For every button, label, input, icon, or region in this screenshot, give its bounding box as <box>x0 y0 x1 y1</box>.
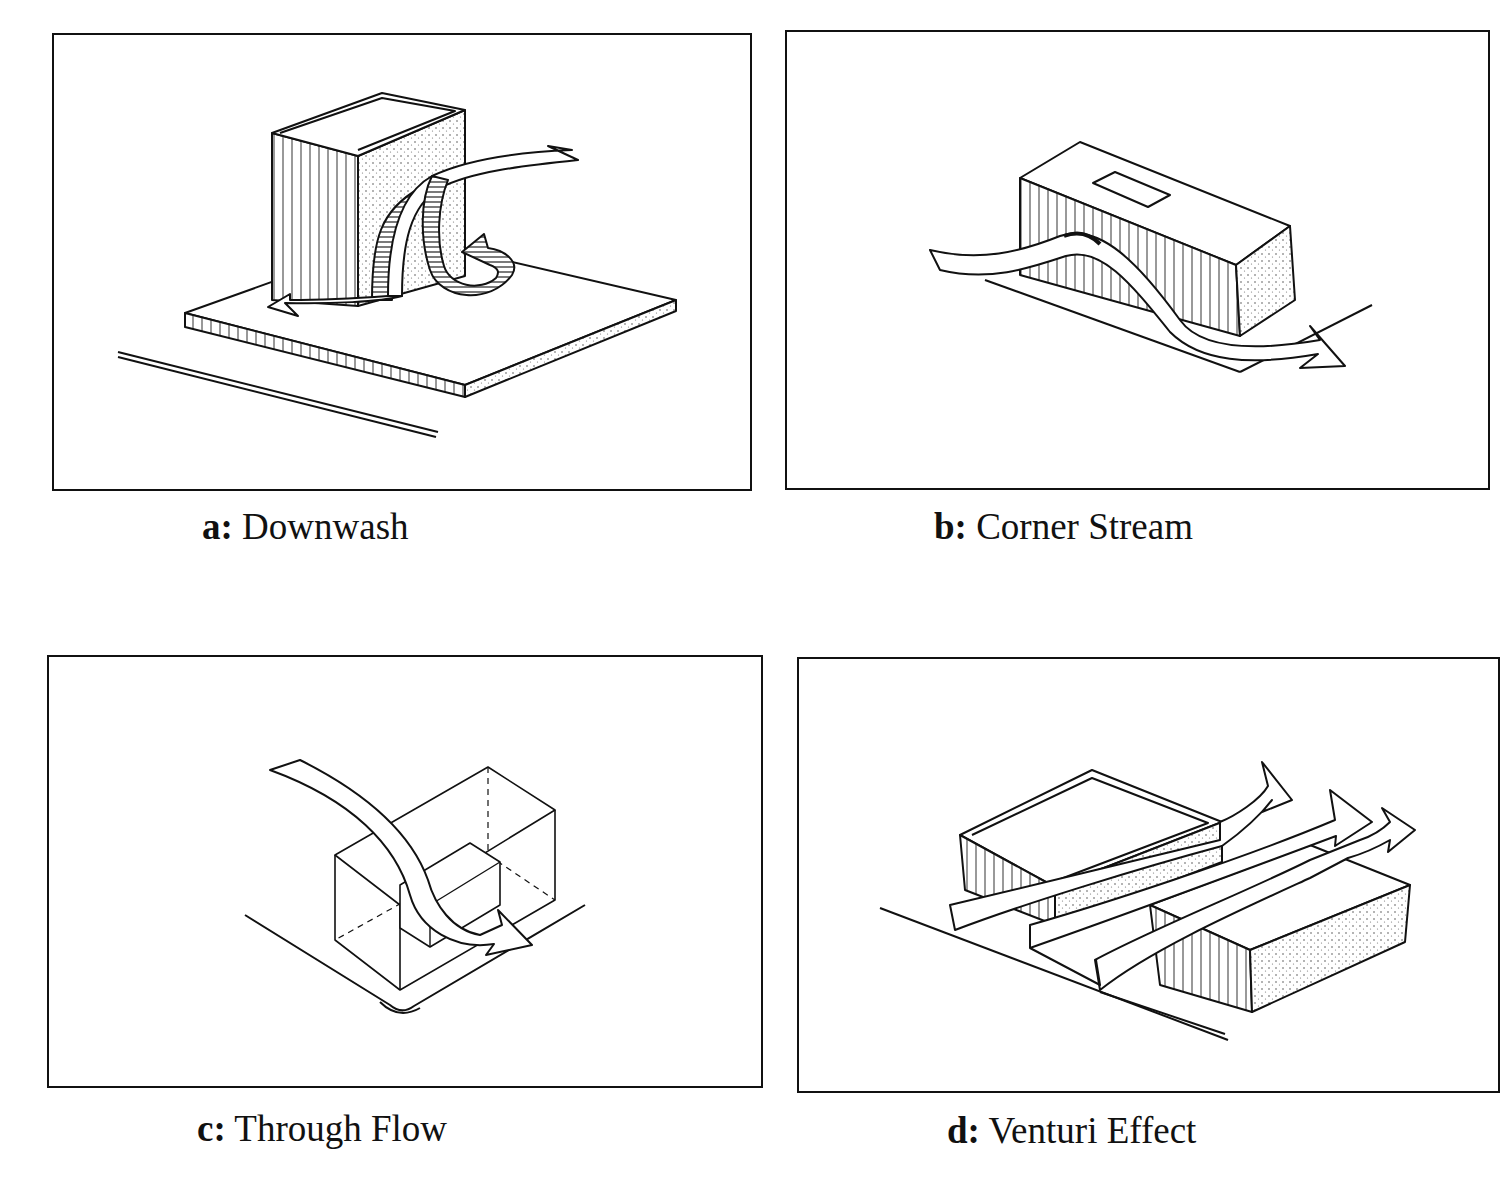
tower-top <box>272 93 465 156</box>
figure-panel: c: Through Flow <box>47 655 763 1088</box>
corner-shadow <box>1064 234 1100 244</box>
panel-caption: c: Through Flow <box>197 1110 447 1147</box>
corner-arrow <box>930 233 1345 368</box>
through-flow-sketch <box>245 760 585 1013</box>
venturi-sketch <box>880 762 1415 1040</box>
panel-caption: b: Corner Stream <box>934 508 1193 545</box>
roof-plant <box>1093 172 1170 207</box>
panel-caption: d: Venturi Effect <box>947 1112 1196 1149</box>
figure-panel: d: Venturi Effect <box>797 657 1500 1093</box>
downwash-arrow <box>388 146 578 296</box>
ground-line <box>380 1002 420 1013</box>
figure-panel: a: Downwash <box>52 33 752 491</box>
swirl-arrow <box>423 176 514 295</box>
through-arrow <box>270 760 532 955</box>
panel-caption: a: Downwash <box>202 508 409 545</box>
venturi-arrow <box>1030 948 1100 985</box>
tower-front <box>272 133 358 306</box>
tower-top-inner <box>280 98 455 150</box>
corner-stream-sketch <box>930 142 1372 372</box>
downwash-arrow <box>268 294 402 316</box>
downwash-sketch <box>118 93 676 437</box>
slab-front <box>185 313 465 397</box>
venturi-arrow <box>1095 808 1415 990</box>
block-side <box>1236 226 1295 336</box>
figure-panel: b: Corner Stream <box>785 30 1490 490</box>
passage <box>430 862 500 905</box>
box-wire <box>335 810 555 990</box>
block-side <box>1250 885 1410 1012</box>
slab-side <box>465 300 676 397</box>
